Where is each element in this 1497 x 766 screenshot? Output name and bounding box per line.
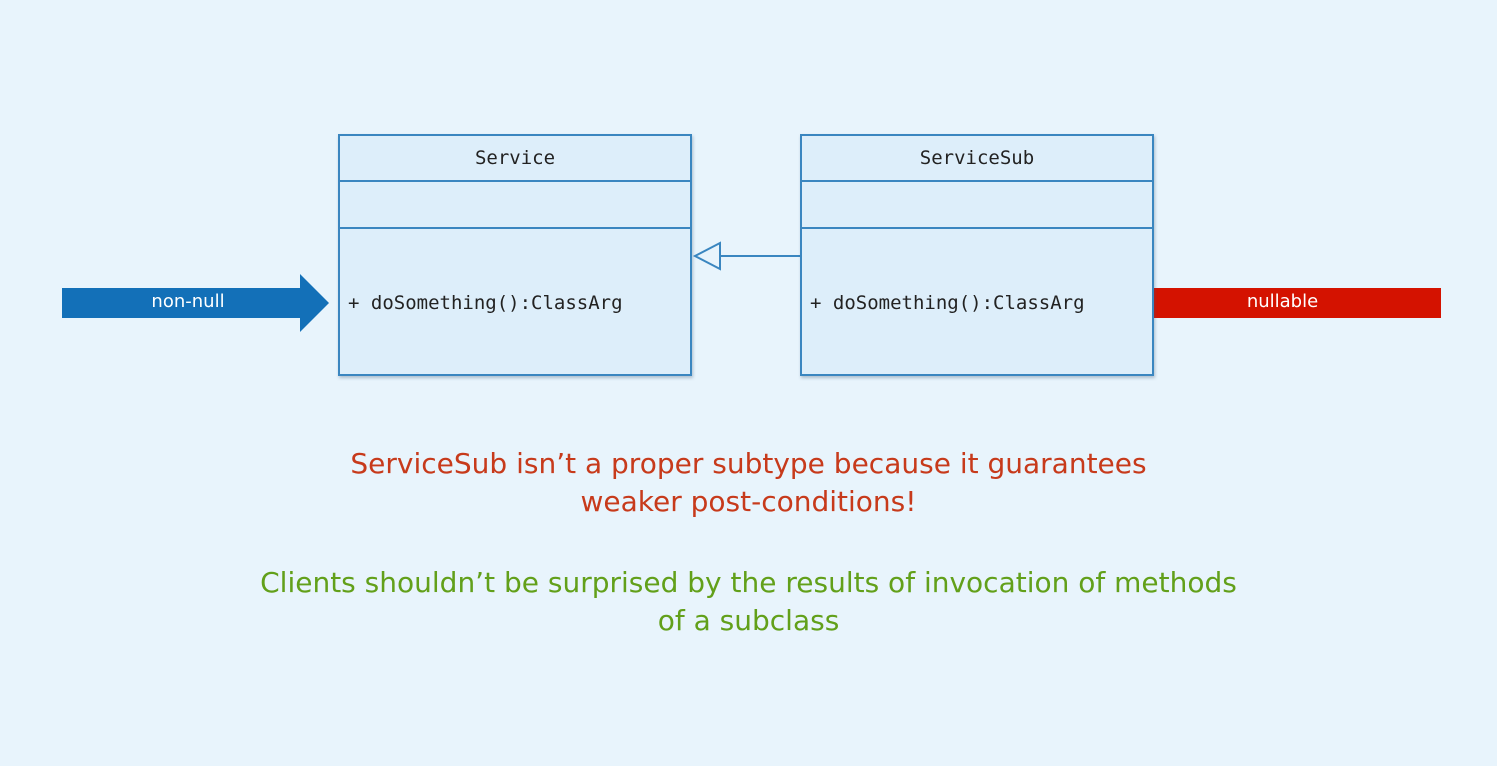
hint-caption-line-2: of a subclass — [657, 604, 840, 637]
class-name: Service — [340, 136, 690, 182]
method-signature: + doSomething():ClassArg — [348, 292, 623, 314]
uml-class-service-sub: ServiceSub + doSomething():ClassArg — [800, 134, 1154, 376]
method-signature: + doSomething():ClassArg — [810, 292, 1085, 314]
nullable-arrow — [1112, 274, 1441, 332]
hint-caption: Clients shouldn’t be surprised by the re… — [0, 564, 1497, 640]
warning-caption-line-1: ServiceSub isn’t a proper subtype becaus… — [350, 447, 1147, 480]
class-name: ServiceSub — [802, 136, 1152, 182]
hint-caption-line-1: Clients shouldn’t be surprised by the re… — [260, 566, 1237, 599]
generalization-arrowhead — [692, 241, 721, 271]
attributes-compartment — [802, 182, 1152, 229]
non-null-label: non-null — [151, 291, 225, 312]
warning-caption-line-2: weaker post-conditions! — [580, 485, 917, 518]
uml-class-service: Service + doSomething():ClassArg — [338, 134, 692, 376]
attributes-compartment — [340, 182, 690, 229]
warning-caption: ServiceSub isn’t a proper subtype becaus… — [0, 445, 1497, 521]
nullable-label: nullable — [1246, 291, 1319, 312]
non-null-arrow — [62, 274, 329, 332]
